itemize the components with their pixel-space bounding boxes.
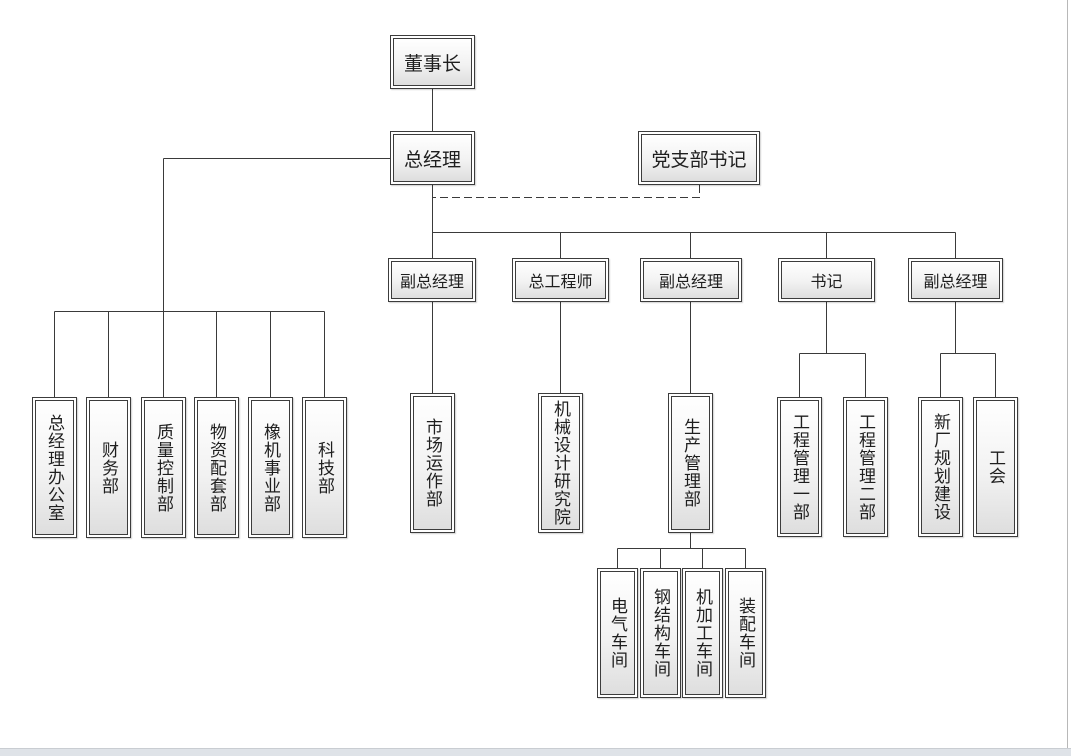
node-frame: 橡机事业部: [251, 400, 290, 535]
page-edge-line: [1067, 0, 1068, 748]
dept-box: 橡机事业部: [248, 397, 293, 538]
unit-label: 工会: [986, 449, 1005, 485]
vp-box: 副总经理: [640, 258, 742, 302]
node-frame: 钢结构车间: [643, 571, 678, 695]
workshop-box: 电气车间: [597, 568, 638, 698]
chairman-label: 董事长: [403, 53, 461, 75]
workshop-box: 钢结构车间: [640, 568, 681, 698]
node-frame: 装配车间: [728, 571, 763, 695]
production-dept-box: 生产管理部: [668, 393, 713, 533]
dept-label: 质量控制部: [154, 422, 173, 513]
chief-engineer-label: 总工程师: [528, 274, 593, 291]
engineering-dept-box: 工程管理一部: [777, 397, 822, 537]
workshop-label: 机加工车间: [693, 588, 712, 678]
new-plant-box: 新厂规划建设: [918, 397, 963, 537]
dept-label: 总经理办公室: [45, 413, 64, 522]
dept-box: 物资配套部: [194, 397, 239, 538]
chairman-box: 董事长: [390, 35, 475, 89]
dept-label: 科技部: [315, 440, 334, 495]
workshop-label: 钢结构车间: [651, 588, 670, 678]
unit-label: 生产管理部: [681, 418, 700, 508]
node-frame: 机加工车间: [685, 571, 720, 695]
vp-label: 副总经理: [399, 274, 464, 291]
dept-box: 总经理办公室: [32, 397, 77, 538]
node-frame: 副总经理: [643, 261, 739, 299]
dept-label: 财务部: [99, 440, 118, 495]
workshop-box: 机加工车间: [682, 568, 723, 698]
vp-box: 副总经理: [908, 258, 1003, 302]
node-frame: 财务部: [89, 400, 128, 535]
node-frame: 质量控制部: [144, 400, 183, 535]
secretary-label: 书记: [810, 274, 843, 291]
node-frame: 董事长: [393, 38, 472, 86]
party-secretary-label: 党支部书记: [651, 149, 747, 171]
general-manager-label: 总经理: [403, 149, 461, 171]
dept-box: 财务部: [86, 397, 131, 538]
dept-box: 科技部: [302, 397, 347, 538]
node-frame: 总经理办公室: [35, 400, 74, 535]
node-frame: 总经理: [393, 134, 472, 182]
workshop-label: 装配车间: [736, 597, 755, 669]
engineering-dept-box: 工程管理二部: [843, 397, 888, 537]
node-frame: 新厂规划建设: [921, 400, 960, 534]
node-frame: 工程管理一部: [780, 400, 819, 534]
unit-label: 市场运作部: [423, 418, 442, 508]
party-secretary-box: 党支部书记: [638, 131, 760, 185]
vp-box: 副总经理: [388, 258, 476, 302]
node-frame: 机械设计研究院: [541, 396, 580, 530]
unit-label: 新厂规划建设: [931, 413, 950, 521]
chief-engineer-box: 总工程师: [512, 258, 609, 302]
node-frame: 物资配套部: [197, 400, 236, 535]
node-frame: 书记: [781, 261, 872, 299]
vp-label: 副总经理: [923, 274, 988, 291]
node-frame: 党支部书记: [641, 134, 757, 182]
unit-label: 工程管理二部: [856, 413, 875, 521]
unit-label: 机械设计研究院: [551, 400, 570, 526]
dept-box: 质量控制部: [141, 397, 186, 538]
dashed-connector-party-secretary: [432, 185, 700, 198]
node-frame: 副总经理: [911, 261, 1000, 299]
workshop-box: 装配车间: [725, 568, 766, 698]
market-dept-box: 市场运作部: [410, 393, 455, 533]
dept-label: 橡机事业部: [261, 422, 280, 513]
bottom-bar: [0, 748, 1071, 756]
vp-label: 副总经理: [658, 274, 723, 291]
general-manager-box: 总经理: [390, 131, 475, 185]
node-frame: 工程管理二部: [846, 400, 885, 534]
node-frame: 工会: [976, 400, 1015, 534]
node-frame: 副总经理: [391, 261, 473, 299]
node-frame: 总工程师: [515, 261, 606, 299]
secretary-box: 书记: [778, 258, 875, 302]
unit-label: 工程管理一部: [790, 413, 809, 521]
node-frame: 生产管理部: [671, 396, 710, 530]
node-frame: 电气车间: [600, 571, 635, 695]
node-frame: 科技部: [305, 400, 344, 535]
design-institute-box: 机械设计研究院: [538, 393, 583, 533]
dept-label: 物资配套部: [207, 422, 226, 513]
union-box: 工会: [973, 397, 1018, 537]
workshop-label: 电气车间: [608, 597, 627, 669]
node-frame: 市场运作部: [413, 396, 452, 530]
